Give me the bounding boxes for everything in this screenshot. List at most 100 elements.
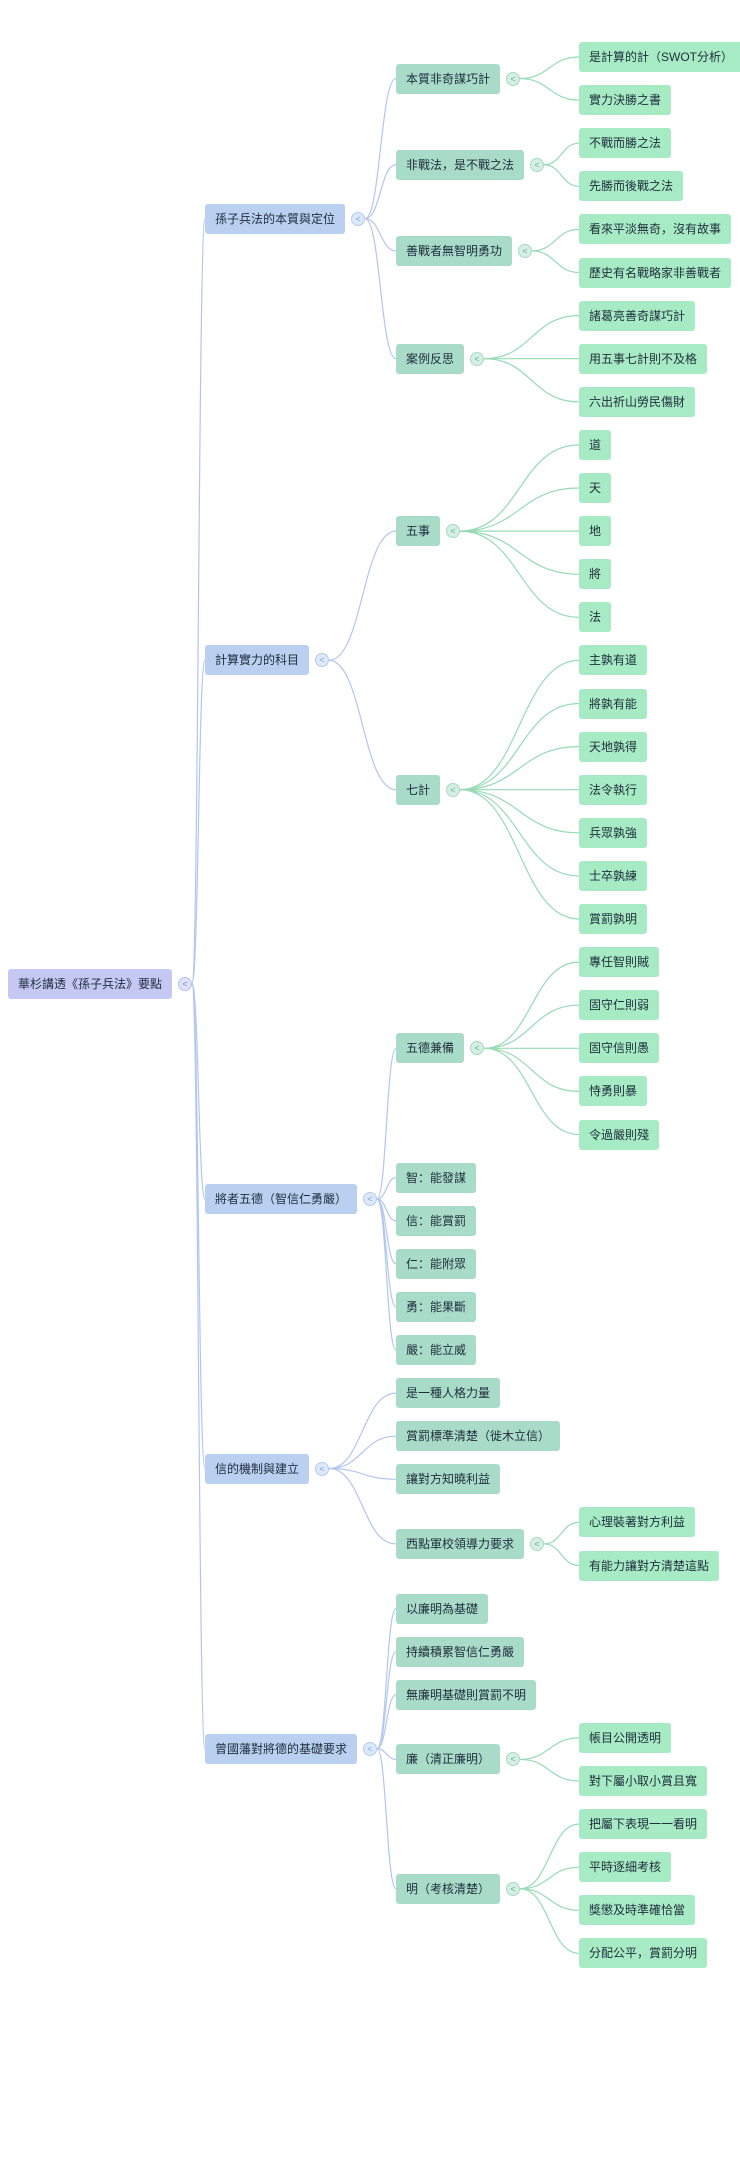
mindmap-node-level3[interactable]: 用五事七計則不及格	[579, 343, 708, 374]
collapse-toggle-icon[interactable]: <	[470, 351, 484, 366]
collapse-toggle-icon[interactable]: <	[470, 1041, 484, 1056]
mindmap-node-level1[interactable]: 信的機制與建立	[205, 1453, 310, 1484]
mindmap-node-level3[interactable]: 主孰有道	[579, 645, 648, 676]
mindmap-node-level3[interactable]: 對下屬小取小賞且寬	[579, 1766, 708, 1796]
mindmap-node-level2[interactable]: 五德兼備	[396, 1033, 465, 1064]
mindmap-edge	[459, 789, 580, 834]
mindmap-node-level2[interactable]: 以廉明為基礎	[396, 1593, 489, 1624]
mindmap-node-level3[interactable]: 法	[579, 602, 612, 633]
mindmap-node-level2[interactable]: 非戰法，是不戰之法	[396, 149, 525, 180]
mindmap-edge	[191, 659, 206, 985]
mindmap-node-level3[interactable]: 專任智則賊	[579, 947, 660, 978]
mindmap-node-level3[interactable]: 心理裝著對方利益	[579, 1507, 696, 1538]
root-node[interactable]: 華杉講透《孫子兵法》要點	[8, 968, 173, 999]
mindmap-node-level1[interactable]: 計算實力的科目	[205, 645, 310, 676]
collapse-toggle-icon[interactable]: <	[363, 1741, 377, 1756]
mindmap-node-level3[interactable]: 恃勇則暴	[579, 1076, 648, 1107]
mindmap-edge	[483, 1047, 580, 1092]
mindmap-node-level3[interactable]: 有能力讓對方清楚這點	[579, 1550, 720, 1581]
mindmap-edge	[519, 1737, 580, 1761]
collapse-toggle-icon[interactable]: <	[315, 1461, 329, 1476]
mindmap-edge	[459, 487, 580, 532]
mindmap-node-level3[interactable]: 固守仁則弱	[579, 990, 660, 1021]
mindmap-node-level3[interactable]: 令過嚴則殘	[579, 1119, 660, 1150]
mindmap-node-level2[interactable]: 賞罰標準清楚（徙木立信）	[396, 1421, 561, 1452]
collapse-toggle-icon[interactable]: <	[530, 1536, 544, 1551]
mindmap-node-level3[interactable]: 把屬下表現一一看明	[579, 1809, 708, 1840]
mindmap-node-level3[interactable]: 諸葛亮善奇謀巧計	[579, 300, 696, 331]
mindmap-node-level2[interactable]: 案例反思	[396, 343, 465, 374]
mindmap-node-level2[interactable]: 信：能賞罰	[396, 1205, 477, 1236]
mindmap-node-level2[interactable]: 讓對方知曉利益	[396, 1464, 501, 1495]
mindmap-node-level3[interactable]: 固守信則愚	[579, 1033, 660, 1064]
mindmap-node-level2[interactable]: 嚴：能立威	[396, 1335, 477, 1365]
mindmap-node-level3[interactable]: 將孰有能	[579, 688, 648, 719]
mindmap-node-level3[interactable]: 將	[579, 559, 612, 590]
mindmap-node-level3[interactable]: 先勝而後戰之法	[579, 171, 684, 202]
mindmap-node-level3[interactable]: 是計算的計（SWOT分析）	[579, 42, 740, 72]
mindmap-node-level3[interactable]: 帳目公開透明	[579, 1722, 672, 1753]
collapse-toggle-icon[interactable]: <	[315, 653, 329, 668]
collapse-toggle-icon[interactable]: <	[530, 157, 544, 172]
collapse-toggle-icon[interactable]: <	[363, 1192, 377, 1207]
mindmap-node-level2[interactable]: 無廉明基礎則賞罰不明	[396, 1679, 537, 1710]
mindmap-node-level3[interactable]: 分配公平，賞罰分明	[579, 1938, 708, 1969]
mindmap-node-level3[interactable]: 道	[579, 429, 612, 460]
mindmap-node-level2[interactable]: 七計	[396, 774, 441, 805]
mindmap-node-level2[interactable]: 是一種人格力量	[396, 1378, 501, 1409]
mindmap-node-level2[interactable]: 勇：能果斷	[396, 1291, 477, 1322]
mindmap-edge	[519, 77, 580, 101]
mindmap-node-level2[interactable]: 智：能發謀	[396, 1162, 477, 1193]
mindmap-node-level2[interactable]: 廉（清正廉明）	[396, 1744, 501, 1775]
mindmap-edge	[191, 218, 206, 985]
mindmap-edge	[191, 983, 206, 1200]
mindmap-edge	[328, 530, 397, 661]
mindmap-node-level3[interactable]: 士卒孰練	[579, 860, 648, 891]
mindmap-node-level2[interactable]: 持續積累智信仁勇嚴	[396, 1636, 525, 1667]
mindmap-node-level3[interactable]: 天	[579, 473, 612, 503]
mindmap-edge	[459, 444, 580, 532]
collapse-toggle-icon[interactable]: <	[506, 1881, 520, 1896]
mindmap-node-level2[interactable]: 本質非奇謀巧計	[396, 63, 501, 94]
mindmap-node-level3[interactable]: 歷史有名戰略家非善戰者	[579, 257, 732, 288]
mindmap-edge	[376, 1198, 397, 1308]
mindmap-node-level3[interactable]: 地	[579, 516, 612, 547]
collapse-toggle-icon[interactable]: <	[446, 782, 460, 797]
mindmap-node-level2[interactable]: 明（考核清楚）	[396, 1873, 501, 1904]
mindmap-edge	[328, 1392, 397, 1470]
mindmap-node-level1[interactable]: 將者五德（智信仁勇嚴）	[205, 1184, 358, 1215]
mindmap-edge	[531, 228, 580, 252]
mindmap-node-level2[interactable]: 西點軍校領導力要求	[396, 1528, 525, 1559]
mindmap-node-level3[interactable]: 獎懲及時準確恰當	[579, 1895, 696, 1926]
collapse-toggle-icon[interactable]: <	[351, 211, 365, 226]
mindmap-edge	[519, 1888, 580, 1954]
mindmap-node-level3[interactable]: 平時逐細考核	[579, 1852, 672, 1883]
mindmap-edge	[483, 961, 580, 1049]
collapse-toggle-icon[interactable]: <	[178, 976, 192, 991]
mindmap-node-level2[interactable]: 五事	[396, 516, 441, 547]
mindmap-node-level2[interactable]: 仁：能附眾	[396, 1248, 477, 1279]
mindmap-node-level3[interactable]: 實力決勝之書	[579, 85, 672, 116]
mindmap-edge	[364, 77, 397, 220]
mindmap-node-level3[interactable]: 法令執行	[579, 774, 648, 805]
mindmap-node-level3[interactable]: 兵眾孰強	[579, 817, 648, 848]
mindmap-node-level3[interactable]: 賞罰孰明	[579, 904, 648, 934]
mindmap-edge	[376, 1694, 397, 1750]
mindmap-node-level1[interactable]: 曾國藩對將德的基礎要求	[205, 1733, 358, 1764]
mindmap-edge	[376, 1177, 397, 1200]
collapse-toggle-icon[interactable]: <	[506, 71, 520, 86]
mindmap-edge	[543, 164, 580, 187]
mindmap-node-level3[interactable]: 天地孰得	[579, 731, 648, 762]
collapse-toggle-icon[interactable]: <	[518, 243, 532, 258]
mindmap-node-level3[interactable]: 六出祈山勞民傷財	[579, 386, 696, 417]
mindmap-node-level3[interactable]: 看來平淡無奇，沒有故事	[579, 214, 732, 245]
collapse-toggle-icon[interactable]: <	[446, 524, 460, 539]
mindmap-node-level3[interactable]: 不戰而勝之法	[579, 128, 672, 159]
mindmap-edge	[328, 1435, 397, 1470]
mindmap-node-level1[interactable]: 孫子兵法的本質與定位	[205, 203, 346, 234]
mindmap-edge	[483, 315, 580, 360]
collapse-toggle-icon[interactable]: <	[506, 1752, 520, 1767]
mindmap-node-level2[interactable]: 善戰者無智明勇功	[396, 235, 513, 266]
